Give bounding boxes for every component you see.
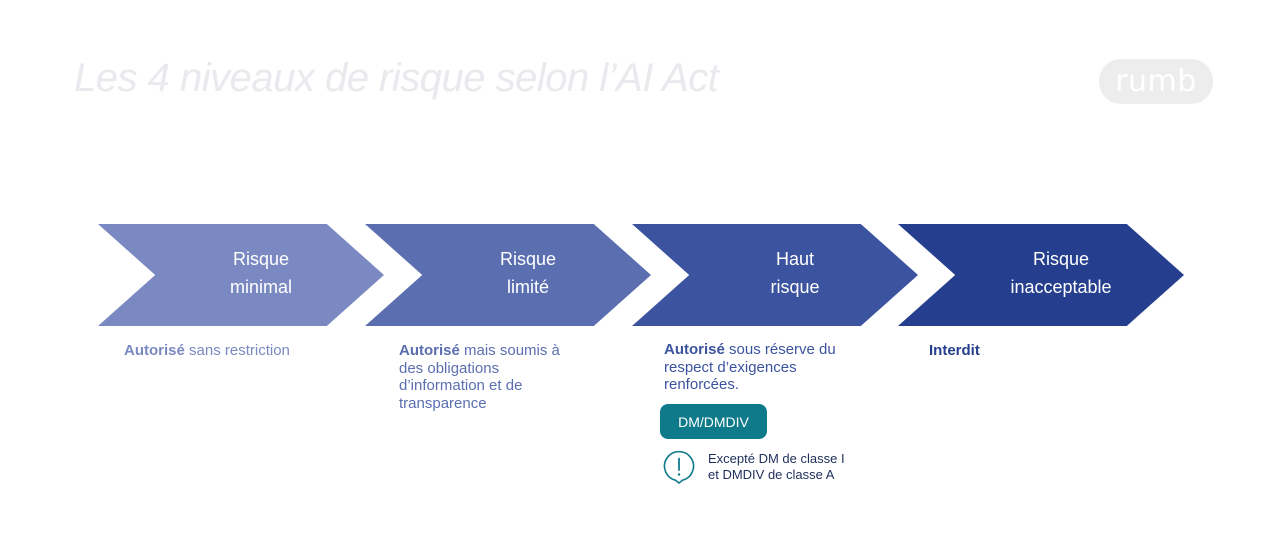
note-line1: Excepté DM de classe I [708, 451, 845, 466]
chevron-label-line1: Risque [1032, 249, 1090, 269]
description-bold: Autorisé [664, 341, 725, 358]
page-title: Les 4 niveaux de risque selon l’AI Act [74, 56, 719, 100]
description-risque-inacceptable: Interdit [929, 342, 1129, 360]
logo-text: rumb [1115, 63, 1197, 99]
chevron-label: Risque limité [405, 245, 651, 301]
description-haut-risque: Autorisé sous réserve du respect d’exige… [664, 341, 864, 394]
description-risque-minimal: Autorisé sans restriction [124, 342, 354, 360]
chevron-risque-minimal: Risque minimal [98, 224, 384, 326]
chevron-label: Risque inacceptable [938, 245, 1184, 301]
description-text: mais soumis à des obligations d’informat… [399, 342, 560, 412]
badge-label: DM/DMDIV [678, 413, 749, 430]
exclamation-icon [663, 451, 695, 484]
description-bold: Interdit [929, 342, 980, 359]
chevron-haut-risque: Haut risque [632, 224, 918, 326]
chevron-label-line2: minimal [229, 277, 292, 297]
chevron-label-line2: inacceptable [1010, 277, 1112, 297]
chevron-label-line2: risque [770, 277, 820, 297]
description-bold: Autorisé [124, 342, 185, 359]
chevron-label-line2: limité [506, 277, 549, 297]
chevron-label: Risque minimal [138, 245, 384, 301]
description-bold: Autorisé [399, 342, 460, 359]
note-line2: et DMDIV de classe A [708, 467, 835, 482]
description-text: sans restriction [184, 342, 290, 359]
dm-dmdiv-badge: DM/DMDIV [660, 404, 767, 439]
chevron-label-line1: Risque [232, 249, 290, 269]
chevron-label-line1: Haut [775, 249, 815, 269]
chevron-risque-limite: Risque limité [365, 224, 651, 326]
rumb-logo: rumb [1099, 59, 1213, 104]
description-text: sous réserve du respect d’exigences renf… [664, 341, 836, 393]
chevron-risque-inacceptable: Risque inacceptable [898, 224, 1184, 326]
note-text: Excepté DM de classe I et DMDIV de class… [708, 451, 845, 483]
description-risque-limite: Autorisé mais soumis à des obligations d… [399, 342, 587, 412]
chevron-label-line1: Risque [499, 249, 557, 269]
chevron-label: Haut risque [672, 245, 918, 301]
